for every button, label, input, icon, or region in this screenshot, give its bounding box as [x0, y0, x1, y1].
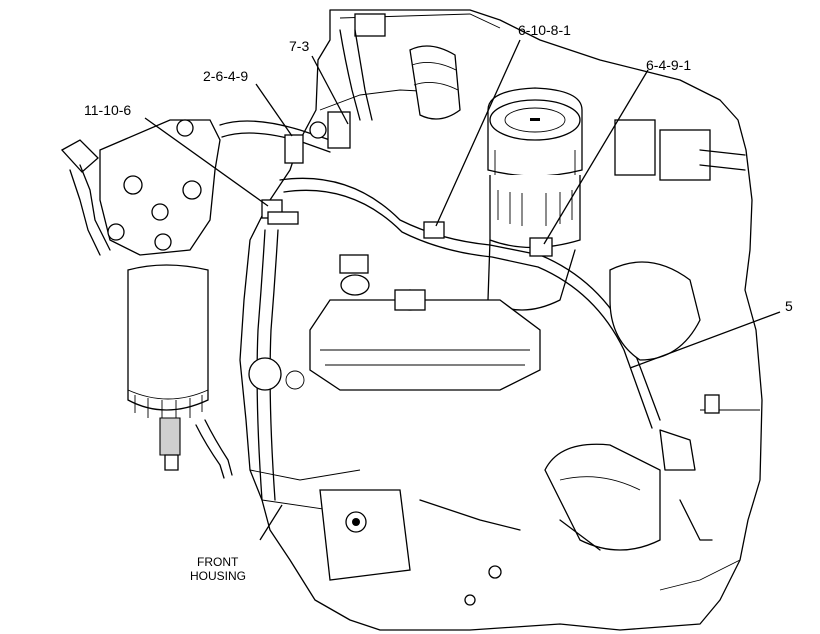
- air-intake-tube: [339, 13, 461, 121]
- leader-7-3: [311, 55, 349, 125]
- callout-5: 5: [785, 298, 793, 314]
- leader-5: [629, 311, 781, 369]
- clips: [261, 111, 553, 257]
- leader-6-10-8-1: [435, 39, 521, 227]
- leader-11-10-6: [144, 117, 269, 207]
- fuel-filter-housing: [487, 87, 583, 311]
- callout-7-3: 7-3: [289, 38, 309, 54]
- turbo-elbow: [248, 357, 661, 606]
- callout-11-10-6: 11-10-6: [84, 102, 131, 118]
- front-housing-label-line2: HOUSING: [190, 569, 246, 583]
- callout-6-4-9-1: 6-4-9-1: [646, 57, 691, 73]
- front-housing-label-line1: FRONT: [197, 555, 239, 569]
- callout-labels: 7-3 6-10-8-1 2-6-4-9 6-4-9-1 11-10-6 5 F…: [84, 22, 793, 583]
- fuel-lines: [219, 120, 661, 501]
- leader-lines: [144, 39, 781, 541]
- primary-filter-assembly: [60, 119, 233, 479]
- leader-6-4-9-1: [543, 69, 649, 245]
- callout-6-10-8-1: 6-10-8-1: [518, 22, 571, 38]
- right-components: [609, 119, 746, 541]
- leader-2-6-4-9: [255, 83, 293, 137]
- valve-cover: [309, 254, 541, 391]
- leader-front-housing: [259, 504, 283, 541]
- callout-2-6-4-9: 2-6-4-9: [203, 68, 248, 84]
